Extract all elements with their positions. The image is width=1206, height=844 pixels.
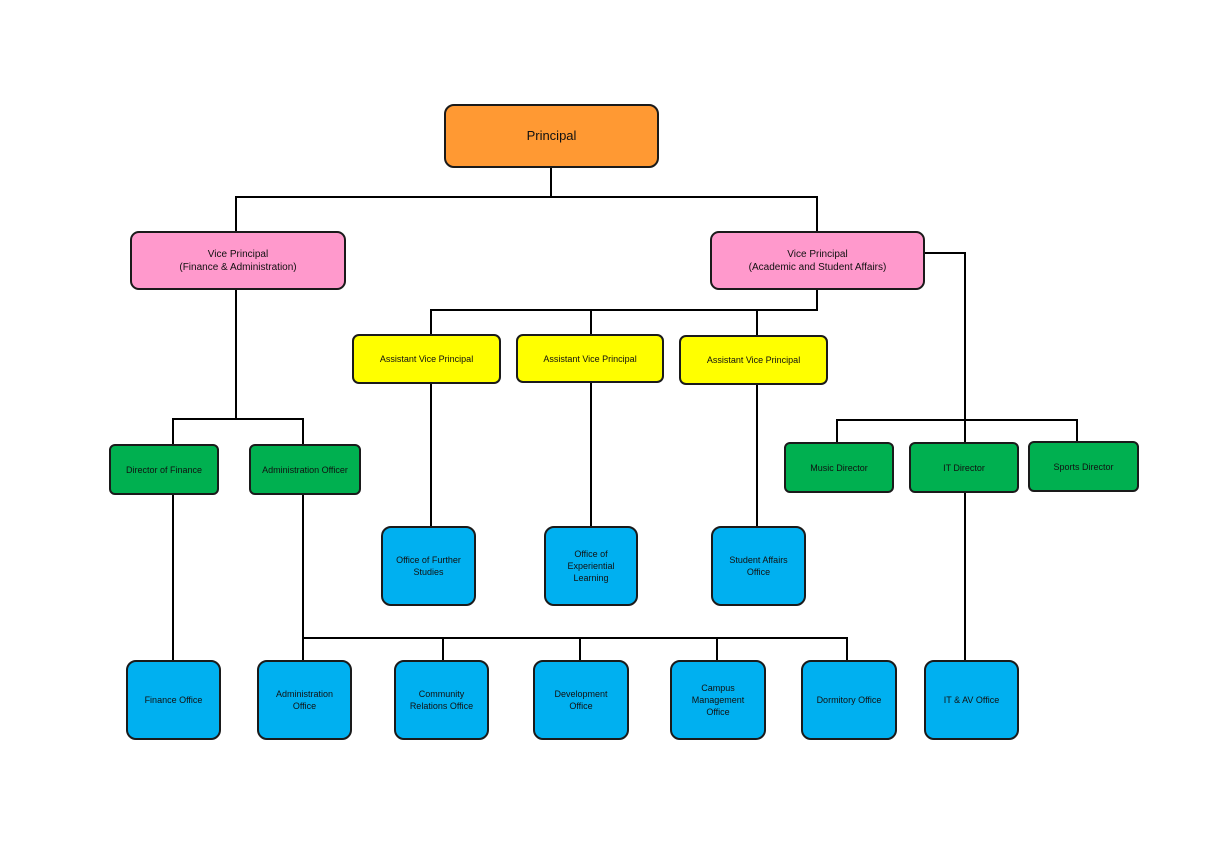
assistant-vice-principal-label: Assistant Vice Principal — [706, 355, 801, 365]
administration-office-node[interactable]: Administration Office — [257, 660, 352, 740]
community-relations-office-label: Community Relations Office — [409, 689, 474, 711]
assistant-vice-principal-node[interactable]: Assistant Vice Principal — [679, 335, 828, 385]
office-of-experiential-learning-label: Office of Experiential Learning — [567, 549, 615, 583]
development-office-node[interactable]: Development Office — [533, 660, 629, 740]
sports-director-label: Sports Director — [1053, 461, 1114, 472]
director-of-finance-label: Director of Finance — [125, 464, 203, 475]
assistant-vice-principal-label: Assistant Vice Principal — [543, 353, 637, 364]
finance-office-label: Finance Office — [144, 695, 203, 705]
campus-management-office-node[interactable]: Campus Management Office — [670, 660, 766, 740]
campus-management-office-label: Campus Management Office — [691, 683, 745, 717]
dormitory-office-label: Dormitory Office — [816, 695, 882, 705]
music-director-node[interactable]: Music Director — [784, 442, 894, 493]
it-director-label: IT Director — [943, 462, 985, 473]
it-av-office-node[interactable]: IT & AV Office — [924, 660, 1019, 740]
finance-office-node[interactable]: Finance Office — [126, 660, 221, 740]
vice-principal-finance-node[interactable]: Vice Principal (Finance & Administration… — [130, 231, 346, 290]
principal-label: Principal — [526, 128, 577, 143]
development-office-label: Development Office — [554, 689, 608, 711]
assistant-vice-principal-node[interactable]: Assistant Vice Principal — [516, 334, 664, 383]
student-affairs-office-label: Student Affairs Office — [729, 555, 788, 577]
vice-principal-academic-node[interactable]: Vice Principal (Academic and Student Aff… — [710, 231, 925, 290]
office-of-further-studies-node[interactable]: Office of Further Studies — [381, 526, 476, 606]
administration-office-label: Administration Office — [275, 689, 334, 711]
it-director-node[interactable]: IT Director — [909, 442, 1019, 493]
music-director-label: Music Director — [810, 462, 868, 473]
administration-officer-node[interactable]: Administration Officer — [249, 444, 361, 495]
office-of-experiential-learning-node[interactable]: Office of Experiential Learning — [544, 526, 638, 606]
administration-officer-label: Administration Officer — [262, 464, 348, 475]
it-av-office-label: IT & AV Office — [943, 695, 1000, 705]
office-of-further-studies-label: Office of Further Studies — [396, 555, 461, 577]
principal-node[interactable]: Principal — [444, 104, 659, 168]
vice-principal-academic-label: Vice Principal (Academic and Student Aff… — [748, 248, 887, 273]
dormitory-office-node[interactable]: Dormitory Office — [801, 660, 897, 740]
assistant-vice-principal-label: Assistant Vice Principal — [379, 354, 474, 364]
assistant-vice-principal-node[interactable]: Assistant Vice Principal — [352, 334, 501, 384]
sports-director-node[interactable]: Sports Director — [1028, 441, 1139, 492]
vice-principal-finance-label: Vice Principal (Finance & Administration… — [179, 248, 297, 273]
director-of-finance-node[interactable]: Director of Finance — [109, 444, 219, 495]
community-relations-office-node[interactable]: Community Relations Office — [394, 660, 489, 740]
student-affairs-office-node[interactable]: Student Affairs Office — [711, 526, 806, 606]
